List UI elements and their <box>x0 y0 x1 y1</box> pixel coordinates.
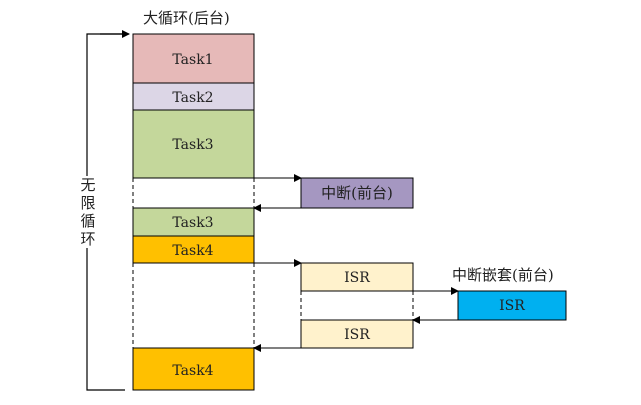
task1-label: Task1 <box>172 52 213 68</box>
isr-label: ISR <box>344 270 370 286</box>
task2-label: Task2 <box>172 90 213 106</box>
interrupt-label: 中断(前台) <box>321 184 393 202</box>
task4-label: Task4 <box>172 243 213 259</box>
interrupt-block <box>300 177 414 209</box>
task3-label: Task3 <box>172 137 213 153</box>
nested-isr-label: ISR <box>499 298 525 314</box>
task4-resume-block <box>132 347 255 391</box>
isr-block <box>300 262 414 292</box>
nested-isr-block <box>457 290 567 321</box>
task3-block <box>132 109 255 179</box>
task3-resume-block <box>132 207 255 237</box>
task1-block <box>132 33 255 84</box>
task4-block <box>132 235 255 264</box>
nested-interrupt-title: 中断嵌套(前台) <box>452 266 554 284</box>
main-loop-title: 大循环(后台) <box>143 9 230 27</box>
task3-resume-label: Task3 <box>172 215 213 231</box>
isr-resume-block <box>300 319 414 349</box>
infinite-loop-label: 无限循环 <box>79 176 97 248</box>
isr-resume-label: ISR <box>344 327 370 343</box>
task4-resume-label: Task4 <box>172 363 213 379</box>
